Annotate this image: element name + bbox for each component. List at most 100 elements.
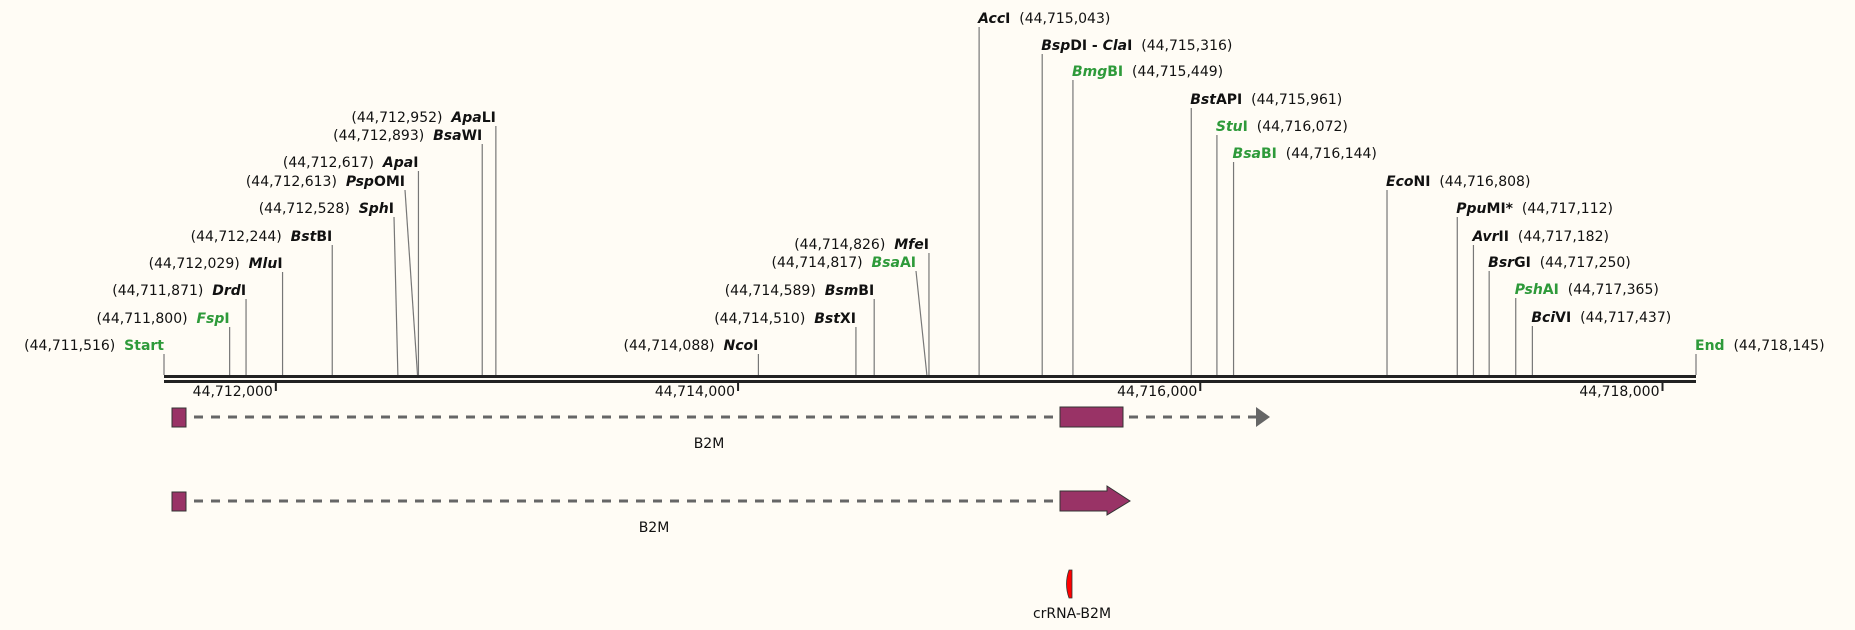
site-end[interactable]: End (44,718,145) (1695, 338, 1825, 375)
site-bstbi[interactable]: (44,712,244) BstBI (191, 229, 333, 375)
site-bsabi[interactable]: BsaBI (44,716,144) (1233, 146, 1377, 375)
site-label[interactable]: (44,712,029) MluI (149, 256, 283, 272)
site-apai[interactable]: (44,712,617) ApaI (283, 155, 420, 375)
site-mfei[interactable]: (44,714,826) MfeI (794, 237, 930, 375)
site-bsawi[interactable]: (44,712,893) BsaWI (333, 128, 483, 375)
exon-1[interactable] (171, 491, 187, 512)
enzyme-name: BstXI (814, 311, 856, 327)
site-ncoi[interactable]: (44,714,088) NcoI (624, 338, 760, 375)
enzyme-name: StuI (1216, 119, 1248, 135)
b2m-transcript-1[interactable]: B2M (171, 406, 1270, 452)
site-label[interactable]: BsrGI (44,717,250) (1488, 255, 1631, 271)
tick-label: 44,716,000 (1117, 384, 1197, 400)
site-bstapi[interactable]: BstAPI (44,715,961) (1190, 92, 1342, 375)
site-pspomi[interactable]: (44,712,613) PspOMI (246, 174, 419, 376)
site-label[interactable]: AccI (44,715,043) (977, 11, 1110, 27)
site-fspi[interactable]: (44,711,800) FspI (96, 311, 231, 375)
site-label[interactable]: (44,712,613) PspOMI (246, 174, 405, 190)
b2m-transcript-2[interactable]: B2M (171, 485, 1131, 536)
site-label[interactable]: BciVI (44,717,437) (1531, 310, 1671, 326)
site-position: (44,712,528) (259, 201, 350, 217)
site-label[interactable]: PpuMI* (44,717,112) (1456, 201, 1613, 217)
site-drdi[interactable]: (44,711,871) DrdI (112, 283, 247, 375)
site-avrii[interactable]: AvrII (44,717,182) (1471, 229, 1609, 375)
site-position: (44,712,893) (333, 128, 424, 144)
site-label[interactable]: BspDI - ClaI (44,715,316) (1041, 38, 1232, 54)
site-bcivi[interactable]: BciVI (44,717,437) (1531, 310, 1671, 375)
site-label[interactable]: (44,714,589) BsmBI (725, 283, 874, 299)
transcript-label: B2M (639, 520, 670, 536)
site-bstxi[interactable]: (44,714,510) BstXI (714, 311, 857, 375)
site-position: (44,714,510) (714, 311, 805, 327)
site-bspdi-clai[interactable]: BspDI - ClaI (44,715,316) (1041, 38, 1232, 375)
site-bmgbi[interactable]: BmgBI (44,715,449) (1072, 64, 1223, 375)
site-label[interactable]: (44,711,800) FspI (96, 311, 229, 327)
enzyme-name: BstAPI (1190, 92, 1242, 108)
site-label[interactable]: AvrII (44,717,182) (1471, 229, 1609, 245)
site-label[interactable]: PshAI (44,717,365) (1515, 282, 1659, 298)
site-bsrgi[interactable]: BsrGI (44,717,250) (1488, 255, 1631, 375)
site-mlui[interactable]: (44,712,029) MluI (149, 256, 284, 375)
site-sphi[interactable]: (44,712,528) SphI (259, 201, 399, 376)
enzyme-name: BsrGI (1488, 255, 1531, 271)
site-label[interactable]: (44,714,510) BstXI (714, 311, 856, 327)
direction-arrow-icon (1256, 407, 1270, 427)
enzyme-name: BciVI (1531, 310, 1571, 326)
site-label[interactable]: BsaBI (44,716,144) (1233, 146, 1377, 162)
site-label[interactable]: (44,711,516) Start (24, 338, 164, 354)
site-label[interactable]: (44,714,817) BsaAI (772, 255, 917, 271)
sequence-ruler (164, 375, 1696, 383)
enzyme-name: AvrII (1471, 229, 1509, 245)
site-acci[interactable]: AccI (44,715,043) (977, 11, 1110, 375)
site-start[interactable]: (44,711,516) Start (24, 338, 165, 375)
enzyme-name: FspI (196, 311, 229, 327)
site-label[interactable]: (44,711,871) DrdI (112, 283, 246, 299)
site-label[interactable]: (44,712,893) BsaWI (333, 128, 482, 144)
site-label[interactable]: (44,712,528) SphI (259, 201, 394, 217)
site-label[interactable]: StuI (44,716,072) (1216, 119, 1348, 135)
site-bsaai[interactable]: (44,714,817) BsaAI (772, 255, 928, 376)
crrna-guide[interactable]: crRNA-B2M (1033, 569, 1111, 622)
site-position: (44,715,043) (1019, 11, 1110, 27)
enzyme-name: PshAI (1515, 282, 1559, 298)
enzyme-name: MfeI (894, 237, 929, 253)
site-position: (44,714,589) (725, 283, 816, 299)
guide-label: crRNA-B2M (1033, 606, 1111, 622)
site-pshai[interactable]: PshAI (44,717,365) (1515, 282, 1659, 375)
cut-site-line (915, 270, 928, 376)
site-label[interactable]: (44,712,617) ApaI (283, 155, 419, 171)
exon-2-arrow[interactable] (1059, 485, 1131, 516)
site-label[interactable]: (44,712,244) BstBI (191, 229, 333, 245)
exon-1[interactable] (171, 407, 187, 428)
site-econi[interactable]: EcoNI (44,716,808) (1386, 174, 1530, 375)
site-apali[interactable]: (44,712,952) ApaLI (351, 110, 497, 375)
site-label[interactable]: EcoNI (44,716,808) (1386, 174, 1530, 190)
site-label[interactable]: BmgBI (44,715,449) (1072, 64, 1223, 80)
site-position: (44,714,817) (772, 255, 863, 271)
site-label[interactable]: End (44,718,145) (1695, 338, 1825, 354)
enzyme-name: BspDI - ClaI (1041, 38, 1132, 54)
site-position: (44,712,617) (283, 155, 374, 171)
site-position: (44,712,244) (191, 229, 282, 245)
site-label[interactable]: (44,714,088) NcoI (624, 338, 759, 354)
site-bsmbi[interactable]: (44,714,589) BsmBI (725, 283, 875, 375)
tick-label: 44,718,000 (1579, 384, 1659, 400)
enzyme-name: ApaLI (450, 110, 495, 126)
site-label[interactable]: (44,712,952) ApaLI (351, 110, 495, 126)
site-label[interactable]: (44,714,826) MfeI (794, 237, 929, 253)
enzyme-name: PpuMI* (1456, 201, 1513, 217)
site-stui[interactable]: StuI (44,716,072) (1216, 119, 1348, 375)
exon-2[interactable] (1059, 406, 1124, 428)
site-position: (44,717,250) (1540, 255, 1631, 271)
ruler-bottom-strand (164, 380, 1696, 383)
cut-site-line (404, 189, 419, 376)
site-label[interactable]: BstAPI (44,715,961) (1190, 92, 1342, 108)
enzyme-name: BsmBI (825, 283, 874, 299)
enzyme-name: BstBI (291, 229, 333, 245)
site-position: (44,716,144) (1286, 146, 1377, 162)
site-ppumi[interactable]: PpuMI* (44,717,112) (1456, 201, 1613, 375)
enzyme-name: AccI (977, 11, 1010, 27)
guide-marker[interactable] (1066, 569, 1073, 599)
site-position: (44,714,088) (624, 338, 715, 354)
